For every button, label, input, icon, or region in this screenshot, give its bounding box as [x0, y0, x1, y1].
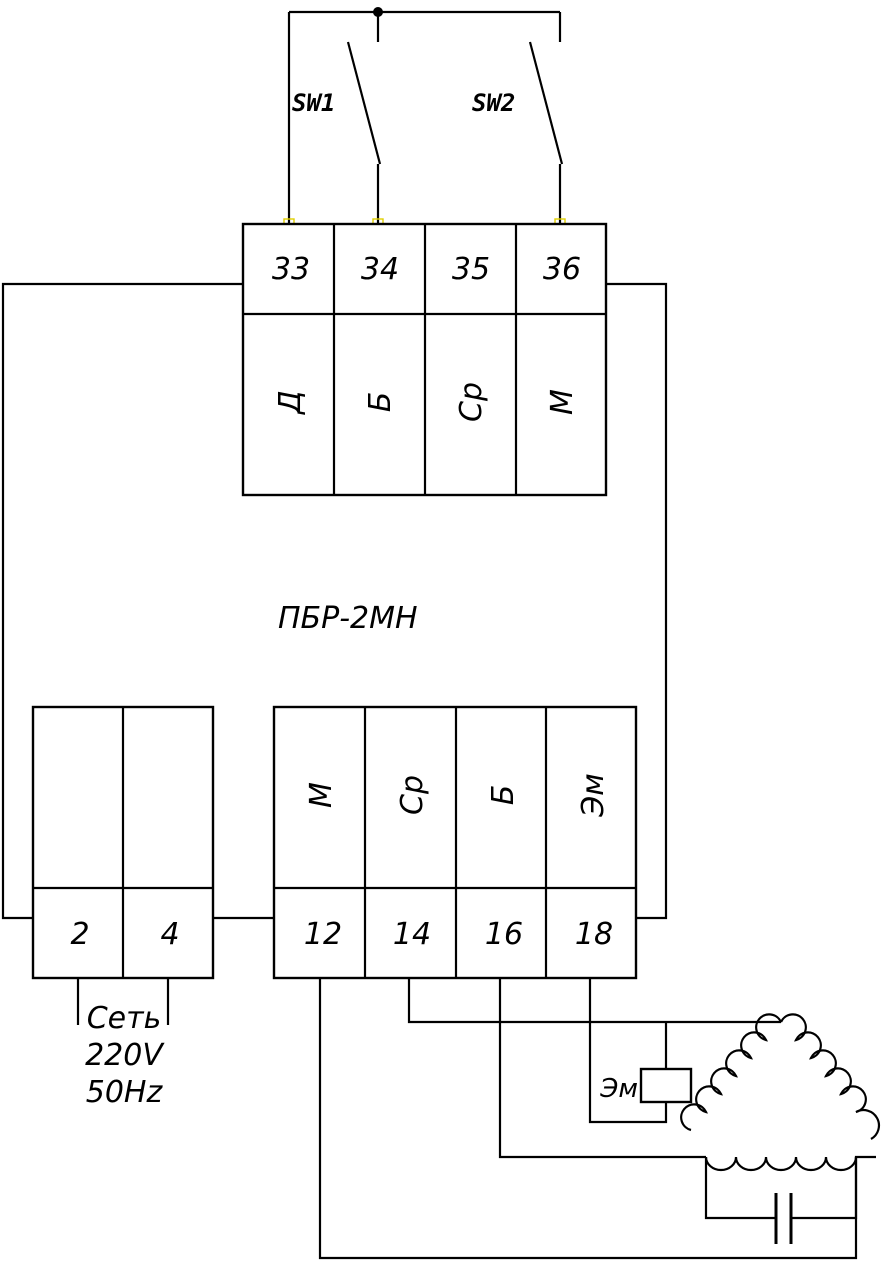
terminal-12: 12: [304, 917, 342, 952]
function-label-Em: Эм: [576, 773, 611, 818]
output-terminal-block: М Ср Б Эм 12 14 16 18: [272, 705, 638, 980]
switch-sw2: SW2: [472, 41, 564, 165]
supply-label-line1: Сеть: [87, 1001, 162, 1036]
terminal-14: 14: [393, 917, 431, 952]
switch-sw1-label: SW1: [292, 89, 335, 117]
function-label-D: Д: [273, 390, 308, 415]
terminal-4: 4: [160, 917, 179, 952]
switch-sw1: SW1: [292, 41, 382, 165]
power-terminal-block: 2 4: [31, 705, 215, 980]
function-label-B: Б: [486, 785, 521, 806]
supply-label-line3: 50Hz: [86, 1075, 164, 1110]
terminal-18: 18: [575, 917, 613, 952]
brake-coil-label: Эм: [599, 1074, 638, 1104]
function-label-M: М: [304, 782, 339, 808]
terminal-2: 2: [70, 917, 89, 952]
supply-label-line2: 220V: [85, 1038, 165, 1073]
motor-windings: [680, 1013, 881, 1172]
device-name: ПБР-2МН: [278, 601, 418, 636]
terminal-33: 33: [272, 252, 310, 287]
terminal-36: 36: [543, 252, 581, 287]
terminal-35: 35: [452, 252, 490, 287]
function-label-B: Б: [363, 392, 398, 413]
phase-capacitor: [704, 1157, 858, 1244]
terminal-34: 34: [361, 252, 399, 287]
top-terminal-block: 33 34 35 36 Д Б Ср М: [241, 222, 608, 497]
function-label-Sr: Ср: [454, 382, 489, 422]
terminal-16: 16: [485, 917, 523, 952]
brake-coil: Эм: [599, 1067, 693, 1104]
side-wiring: [1, 282, 668, 920]
switch-sw2-label: SW2: [472, 89, 515, 117]
function-label-M: М: [545, 389, 580, 415]
function-label-Sr: Ср: [395, 775, 430, 815]
mains-supply: Сеть 220V 50Hz: [76, 978, 170, 1110]
switch-wiring: [287, 7, 562, 224]
